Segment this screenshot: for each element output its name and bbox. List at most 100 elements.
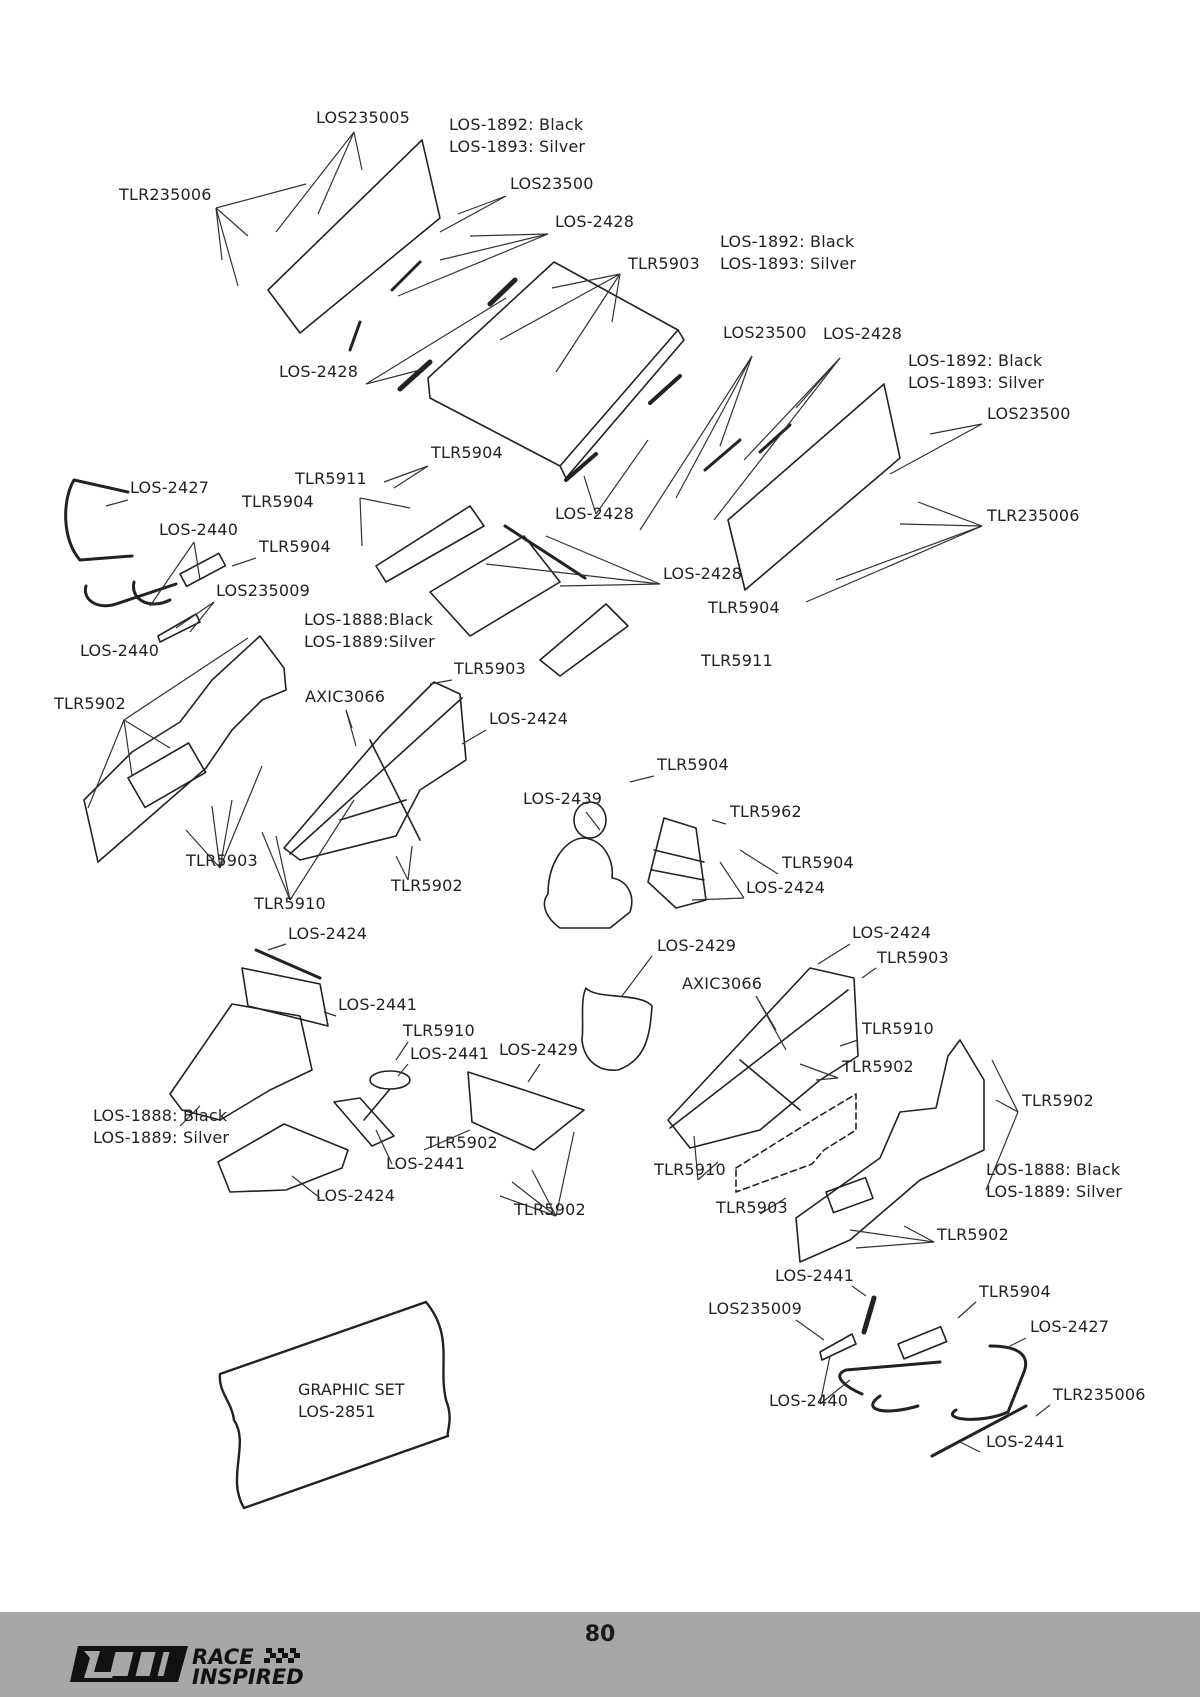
part-label: TLR5902 — [1022, 1090, 1094, 1112]
part-label-line: LOS-2440 — [769, 1391, 849, 1410]
part-label: LOS-2428 — [663, 563, 742, 585]
part-label: TLR235006 — [1053, 1384, 1146, 1406]
part-label: LOS-2440 — [769, 1390, 848, 1412]
part-label-line: LOS-2428 — [823, 324, 903, 343]
part-label-line: LOS23500 — [510, 174, 594, 193]
part-label: TLR5904 — [431, 442, 503, 464]
part-label: LOS-2439 — [523, 788, 602, 810]
part-label: TLR5910 — [403, 1020, 475, 1042]
part-label: LOS-2428 — [555, 503, 634, 525]
part-label: TLR5910 — [654, 1159, 726, 1181]
part-label-line: TLR5911 — [701, 651, 773, 670]
part-label-line: TLR5902 — [937, 1225, 1009, 1244]
part-label-line: LOS-2441 — [338, 995, 418, 1014]
part-label: LOS235005 — [316, 107, 410, 129]
part-label: TLR5910 — [254, 893, 326, 915]
part-label: TLR5911 — [701, 650, 773, 672]
part-label-line: LOS-2424 — [746, 878, 826, 897]
part-label-line: TLR5903 — [186, 851, 258, 870]
part-label-line: TLR5902 — [514, 1200, 586, 1219]
part-label: TLR235006 — [119, 184, 212, 206]
part-label-line: LOS-2440 — [80, 641, 160, 660]
part-label-line: LOS-1893: Silver — [908, 373, 1045, 392]
part-label: TLR5910 — [862, 1018, 934, 1040]
part-label: TLR5962 — [730, 801, 802, 823]
part-label: TLR5904 — [782, 852, 854, 874]
part-label: TLR5902 — [426, 1132, 498, 1154]
page-number: 80 — [584, 1622, 616, 1647]
losi-logo — [70, 1646, 188, 1682]
part-label-line: LOS-2441 — [410, 1044, 490, 1063]
tagline-line2: INSPIRED — [192, 1665, 304, 1689]
part-label: TLR5902 — [391, 875, 463, 897]
graphic-set-title: GRAPHIC SET — [298, 1380, 405, 1399]
part-label-line: TLR5904 — [431, 443, 503, 462]
part-label: LOS-2428 — [823, 323, 902, 345]
part-label-line: TLR5903 — [877, 948, 949, 967]
part-label-line: LOS-2429 — [499, 1040, 579, 1059]
part-label-line: LOS-2440 — [159, 520, 239, 539]
part-label-line: LOS-1888: Black — [986, 1160, 1121, 1179]
part-label: TLR5903 — [877, 947, 949, 969]
graphic-set-part-number: LOS-2851 — [298, 1402, 376, 1421]
part-label-line: TLR5903 — [628, 254, 700, 273]
part-label-line: LOS-1892: Black — [908, 351, 1043, 370]
part-label: AXIC3066 — [682, 973, 762, 995]
part-label: TLR5903 — [716, 1197, 788, 1219]
part-label: LOS-2441 — [986, 1431, 1065, 1453]
part-label-line: TLR5904 — [708, 598, 780, 617]
part-label-line: TLR5904 — [782, 853, 854, 872]
part-label-line: LOS-1889: Silver — [986, 1182, 1123, 1201]
part-label-line: LOS-2424 — [489, 709, 569, 728]
part-label: LOS-2424 — [316, 1185, 395, 1207]
part-label-line: LOS-2427 — [130, 478, 210, 497]
part-label-line: LOS23500 — [723, 323, 807, 342]
part-label: LOS23500 — [510, 173, 594, 195]
part-label-line: LOS-2424 — [288, 924, 368, 943]
part-label-line: TLR5902 — [426, 1133, 498, 1152]
part-label-line: TLR5910 — [403, 1021, 475, 1040]
part-label-line: LOS-2424 — [852, 923, 932, 942]
part-label: LOS-2424 — [852, 922, 931, 944]
part-label: LOS-2428 — [279, 361, 358, 383]
part-label-line: LOS-1893: Silver — [449, 137, 586, 156]
part-label-line: AXIC3066 — [305, 687, 386, 706]
part-label-line: LOS-2427 — [1030, 1317, 1110, 1336]
part-label-line: TLR5962 — [730, 802, 802, 821]
part-label-line: LOS-1889:Silver — [304, 632, 435, 651]
part-label-line: LOS-2439 — [523, 789, 603, 808]
part-label: LOS-2441 — [338, 994, 417, 1016]
part-label: LOS-2424 — [746, 877, 825, 899]
part-label: TLR5904 — [242, 491, 314, 513]
part-label: LOS-2428 — [555, 211, 634, 233]
part-label: LOS-2427 — [130, 477, 209, 499]
part-label: LOS23500 — [723, 322, 807, 344]
part-label-line: TLR5911 — [295, 469, 367, 488]
part-label-line: LOS-2441 — [775, 1266, 855, 1285]
exploded-parts-diagram — [64, 131, 1051, 1510]
part-label-line: LOS235005 — [316, 108, 410, 127]
part-label: LOS-2440 — [80, 640, 159, 662]
part-label-line: TLR5903 — [716, 1198, 788, 1217]
part-label-line: TLR235006 — [987, 506, 1080, 525]
part-label-line: LOS-1888:Black — [304, 610, 434, 629]
part-label: TLR5902 — [514, 1199, 586, 1221]
part-label: LOS-2427 — [1030, 1316, 1109, 1338]
part-label: TLR5902 — [937, 1224, 1009, 1246]
part-label: LOS235009 — [216, 580, 310, 602]
tagline-line1: RACE — [192, 1645, 254, 1669]
part-label: LOS23500 — [987, 403, 1071, 425]
part-label-line: LOS-2428 — [555, 504, 635, 523]
part-label-line: TLR5903 — [454, 659, 526, 678]
part-label-line: LOS-1892: Black — [720, 232, 855, 251]
part-label-line: LOS23500 — [987, 404, 1071, 423]
part-label-line: TLR5904 — [657, 755, 729, 774]
part-label-line: TLR5910 — [654, 1160, 726, 1179]
part-label-line: TLR5904 — [242, 492, 314, 511]
part-label: TLR5903 — [454, 658, 526, 680]
part-label: LOS-2441 — [410, 1043, 489, 1065]
